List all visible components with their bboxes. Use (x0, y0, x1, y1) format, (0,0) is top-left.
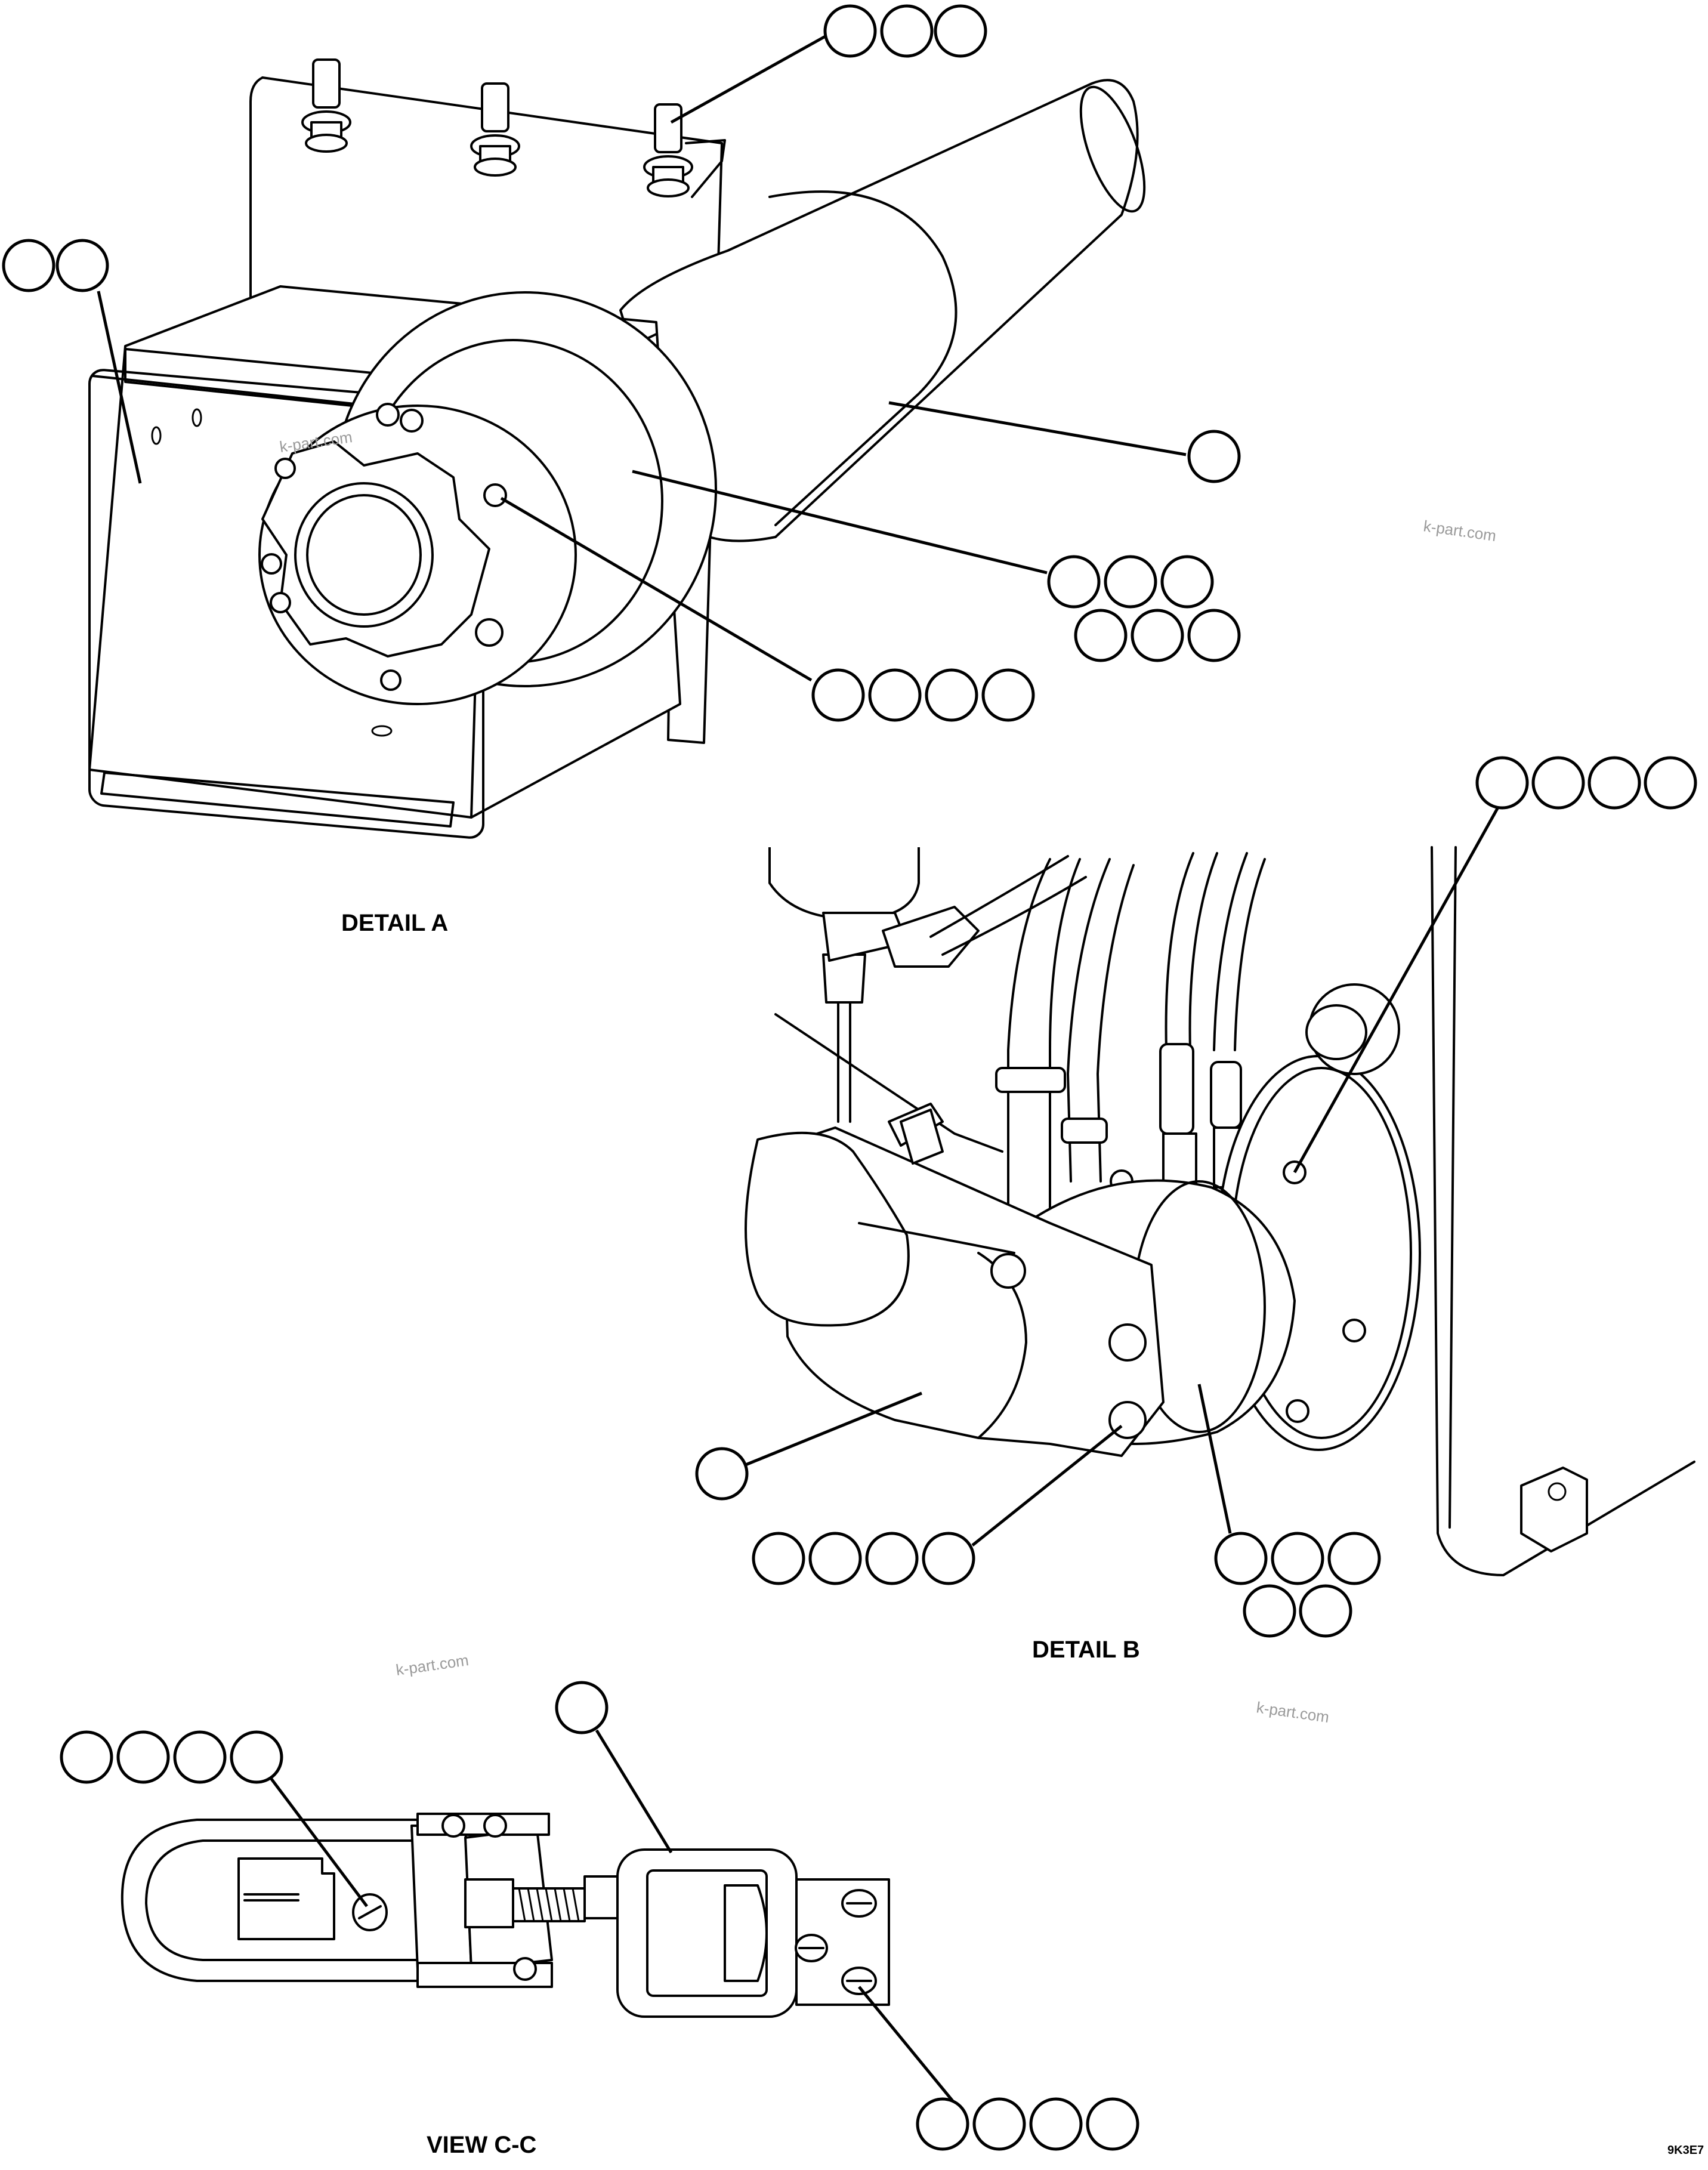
drawing-code: 9K3E7 (1667, 2144, 1704, 2157)
mount-bracket (795, 1878, 890, 2006)
view-cc-callouts (60, 1681, 1139, 2151)
callout-balloon (925, 668, 978, 722)
callout-balloon (1074, 609, 1128, 662)
actuator-body (258, 291, 717, 705)
callout-balloon (555, 1681, 609, 1734)
view-cc-drawing (121, 1813, 890, 2018)
callout-balloon (1187, 430, 1241, 483)
callout-balloon (1243, 1584, 1296, 1638)
detail-b-label: DETAIL B (1032, 1637, 1140, 1663)
callout-balloon (230, 1730, 283, 1784)
callout-balloon (1214, 1532, 1268, 1585)
detail-a-callouts (2, 4, 1241, 722)
callout-balloon (2, 239, 55, 292)
detail-b-drawing (745, 846, 1695, 1576)
callout-balloon (868, 668, 922, 722)
detail-a-drawing (88, 58, 1146, 839)
callout-balloon (752, 1532, 805, 1585)
callout-balloon (55, 239, 109, 292)
elbow-pipe (745, 1013, 1165, 1457)
callout-balloon (1327, 1532, 1381, 1585)
callout-balloon (1299, 1584, 1352, 1638)
callout-balloon (1644, 756, 1697, 810)
detail-a-label: DETAIL A (341, 910, 448, 936)
latch-hinge (410, 1813, 553, 1988)
callout-balloon (811, 668, 865, 722)
side-panel (1431, 846, 1695, 1576)
callout-balloon (1160, 555, 1214, 609)
callout-balloon (922, 1532, 975, 1585)
detail-b-callouts (695, 756, 1697, 1638)
callout-balloon (916, 2097, 969, 2151)
callout-balloon (808, 1532, 862, 1585)
callout-balloon (1086, 2097, 1139, 2151)
callout-balloon (823, 4, 877, 58)
watermark-text: k-part.com (1422, 517, 1497, 545)
callout-balloon (173, 1730, 227, 1784)
view-cc-label: VIEW C-C (427, 2132, 536, 2158)
callout-balloon (60, 1730, 113, 1784)
callout-balloon (1104, 555, 1157, 609)
callout-balloon (1131, 609, 1184, 662)
upper-component (768, 847, 920, 920)
callout-balloon (1587, 756, 1641, 810)
callout-balloon (865, 1532, 919, 1585)
callout-balloon (1047, 555, 1101, 609)
exhaust-pipe (619, 79, 1146, 542)
bracket-block (1520, 1467, 1588, 1552)
callout-balloon (1271, 1532, 1324, 1585)
callout-balloon (1029, 2097, 1083, 2151)
threaded-rod (512, 1875, 619, 1922)
callout-balloon (880, 4, 934, 58)
callout-balloon (1187, 609, 1241, 662)
callout-balloon (1531, 756, 1585, 810)
watermark-text: k-part.com (1255, 1698, 1330, 1726)
callout-balloon (116, 1730, 170, 1784)
callout-balloon (1475, 756, 1529, 810)
watermark-text: k-part.com (395, 1651, 470, 1679)
callout-balloon (981, 668, 1035, 722)
catch-plate (616, 1848, 798, 2018)
callout-balloon (695, 1447, 749, 1501)
plate-studs (301, 58, 726, 198)
callout-balloon (972, 2097, 1026, 2151)
hoses (929, 852, 1266, 1248)
callout-balloon (934, 4, 987, 58)
